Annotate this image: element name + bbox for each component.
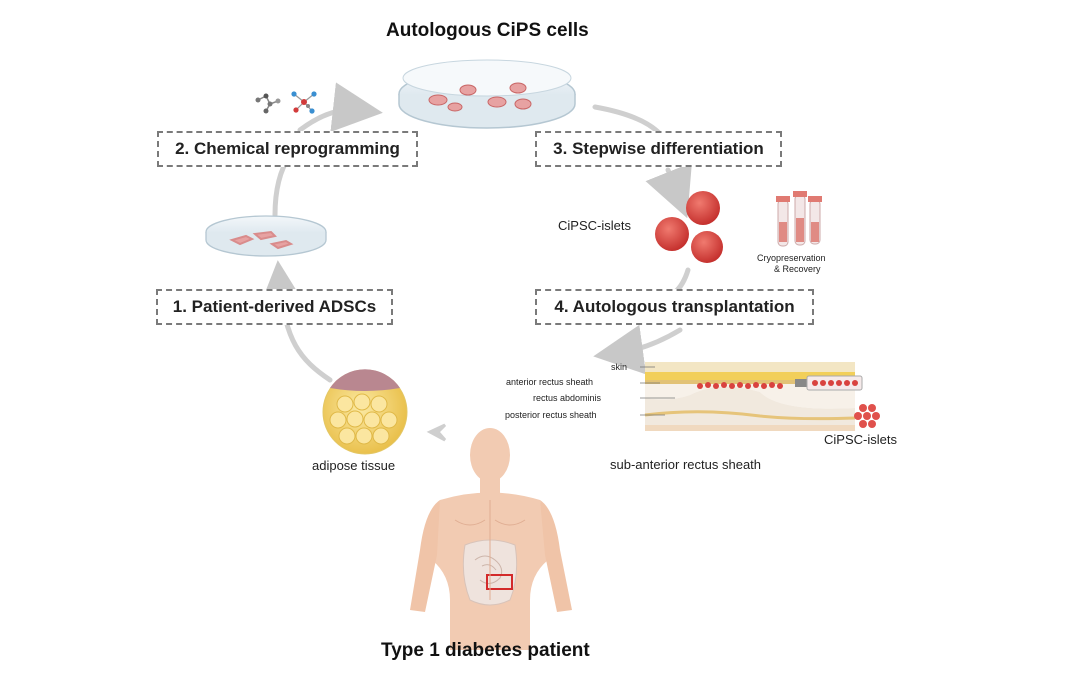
title-autologous-cips: Autologous CiPS cells <box>386 20 589 41</box>
molecule-icon <box>255 93 281 114</box>
label-cryo: Cryopreservation <box>757 253 826 263</box>
title-type1-patient: Type 1 diabetes patient <box>381 640 590 661</box>
islet-cluster-lower <box>854 404 880 428</box>
cips-petri-dish <box>398 59 576 129</box>
step-4-box: 4. Autologous transplantation <box>535 289 814 325</box>
islet-cluster-upper <box>655 191 723 263</box>
step-1-box: 1. Patient-derived ADSCs <box>156 289 393 325</box>
layer-label: skin <box>611 362 628 372</box>
arrow-body-to-adipose <box>426 423 447 442</box>
label-sheath-caption: sub-anterior rectus sheath <box>610 457 762 472</box>
cryo-tubes-icon <box>776 191 822 247</box>
layer-label: anterior rectus sheath <box>506 377 594 387</box>
adsc-petri-dish <box>205 215 327 257</box>
label-adipose: adipose tissue <box>312 458 396 473</box>
arrow-reprogram-to-cips <box>297 82 383 133</box>
transplant-site-marker <box>486 574 513 590</box>
step-2-box: 2. Chemical reprogramming <box>157 131 418 167</box>
layer-label: posterior rectus sheath <box>505 410 597 420</box>
human-body-figure <box>410 428 572 650</box>
adipose-tissue-icon <box>322 369 408 455</box>
label-islets-lower: CiPSC-islets <box>824 432 897 447</box>
step-3-box: 3. Stepwise differentiation <box>535 131 782 167</box>
label-islets-upper: CiPSC-islets <box>558 218 631 233</box>
molecule-colored-icon <box>291 91 317 114</box>
layer-label: rectus abdominis <box>533 393 602 403</box>
label-cryo-2: & Recovery <box>774 264 821 274</box>
arrow-transplant-to-site <box>593 324 683 375</box>
arrow-diff-to-islets <box>645 162 692 219</box>
cips-colonies <box>428 82 532 112</box>
tissue-cross-section <box>640 362 863 431</box>
